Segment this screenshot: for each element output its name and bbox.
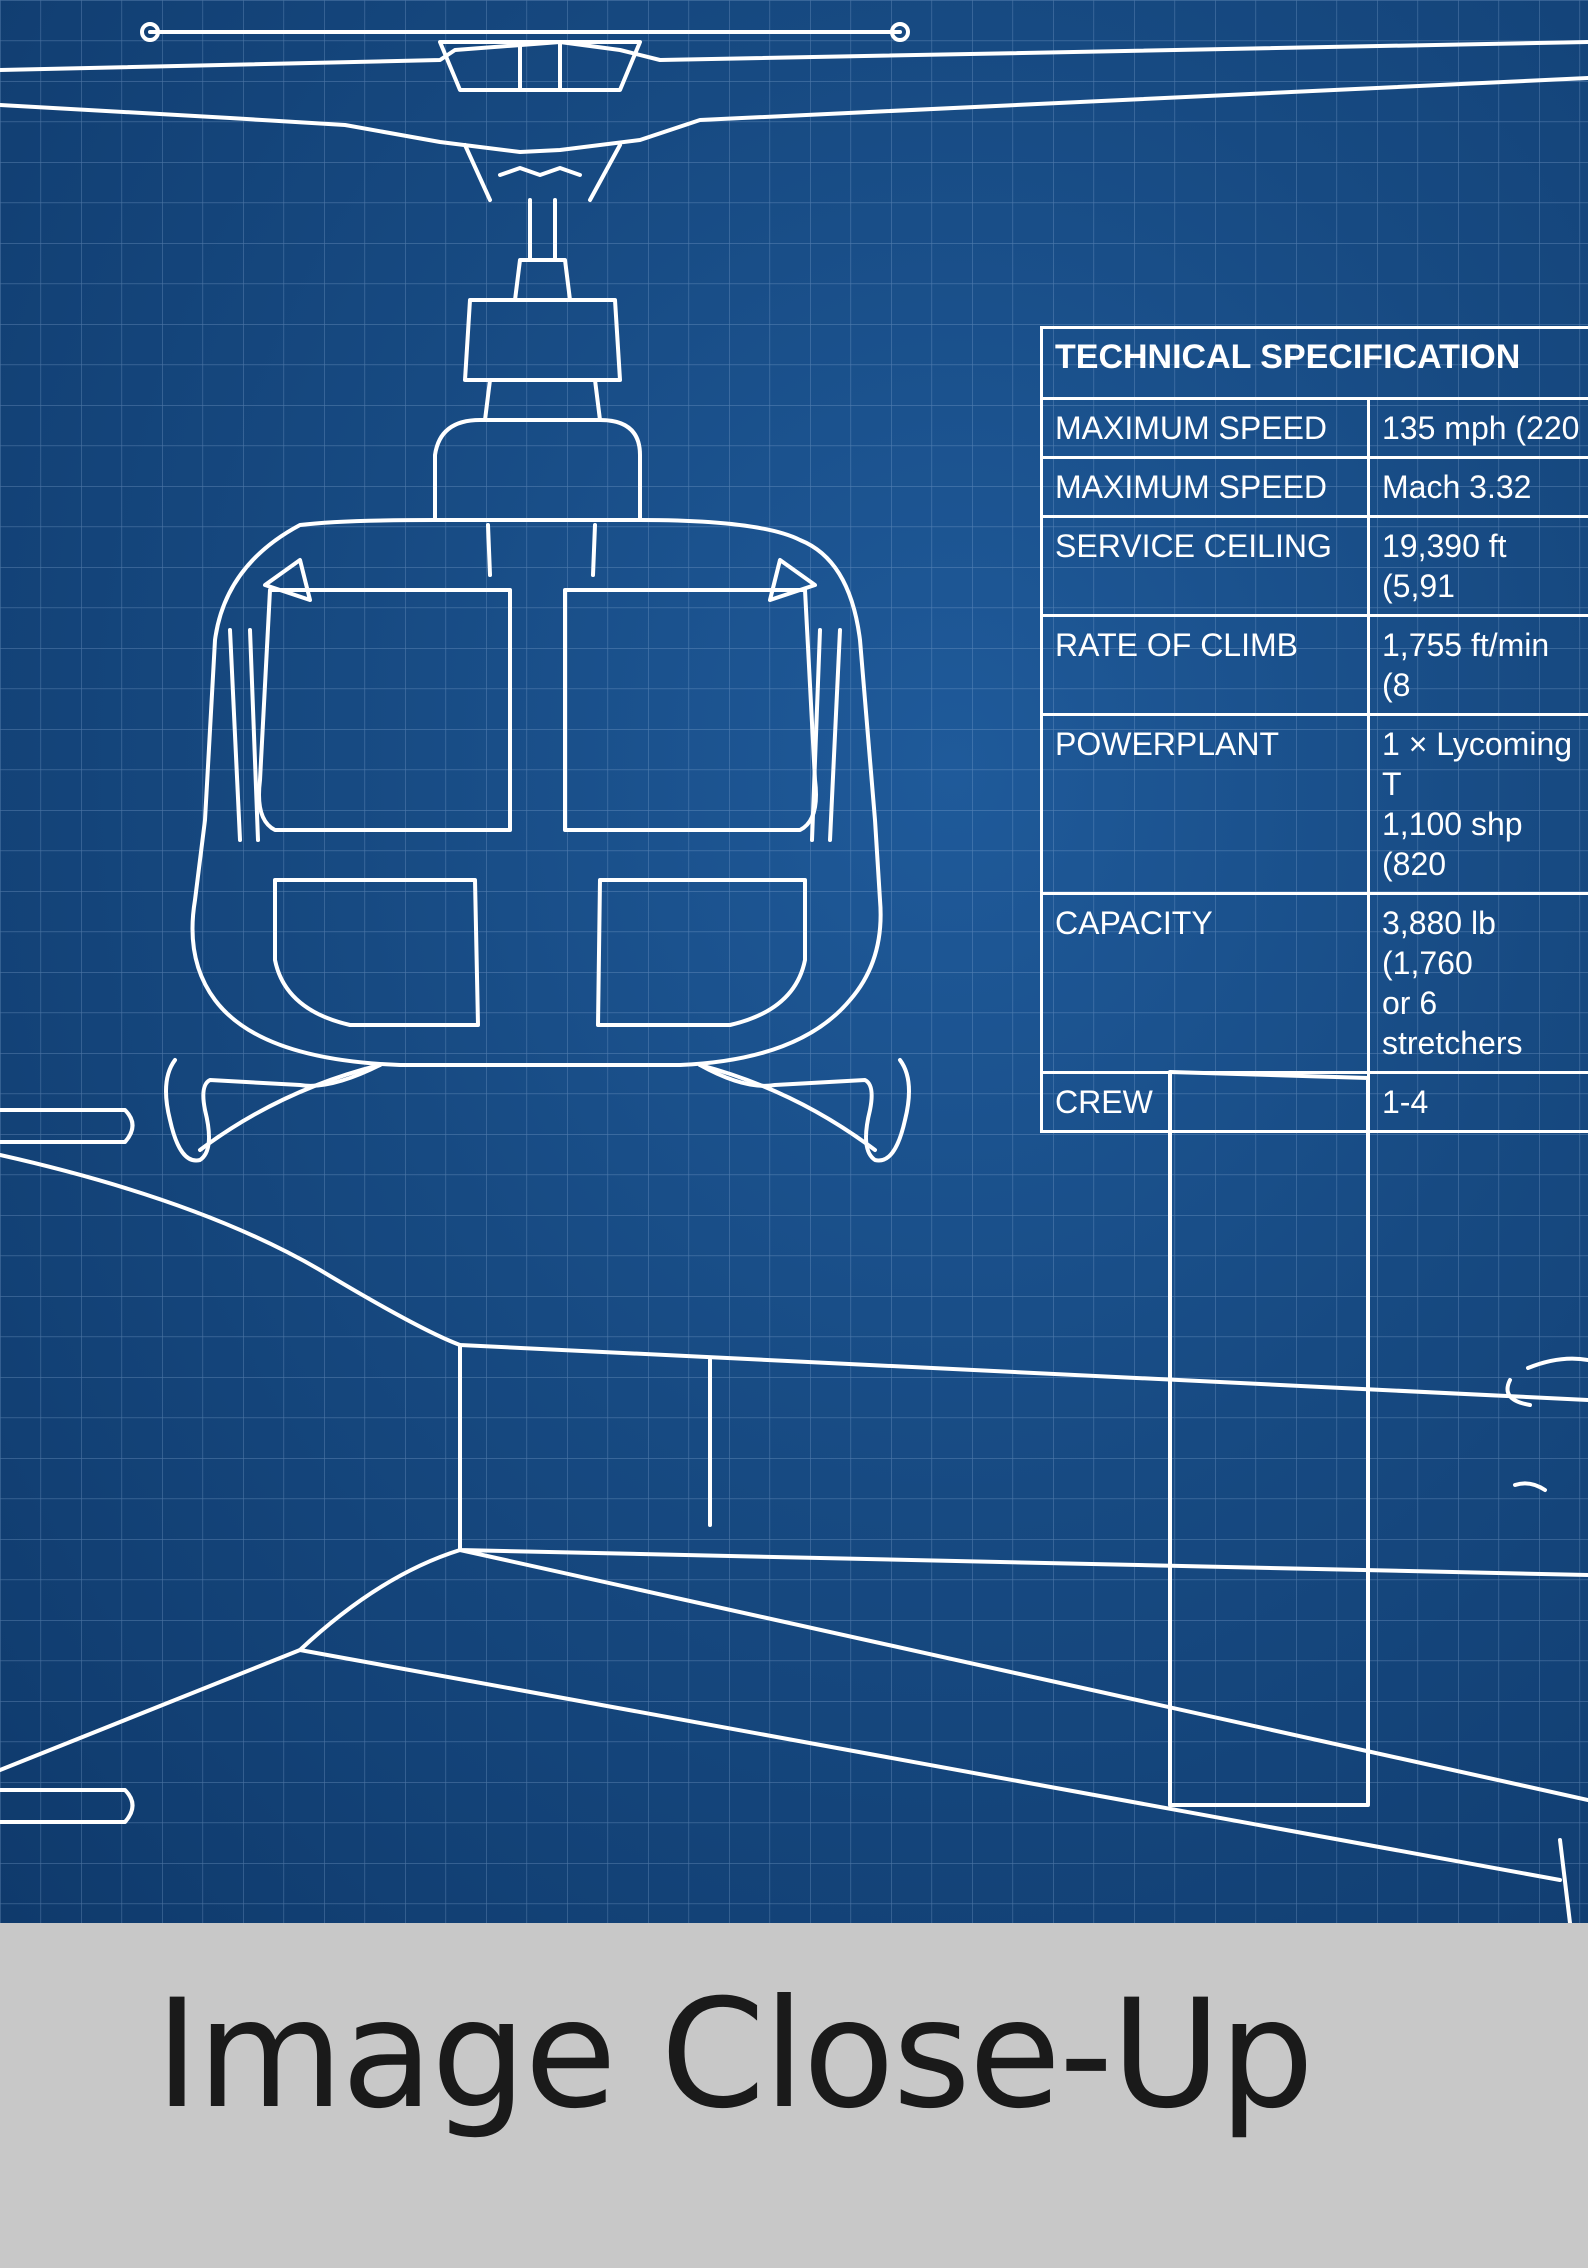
main-rotor: [0, 22, 1588, 154]
spec-row: SERVICE CEILING 19,390 ft (5,91: [1040, 515, 1588, 617]
spec-label: MAXIMUM SPEED: [1040, 397, 1370, 459]
spec-value: 135 mph (220: [1367, 397, 1588, 459]
spec-value: 19,390 ft (5,91: [1367, 515, 1588, 617]
spec-row: MAXIMUM SPEED 135 mph (220: [1040, 397, 1588, 459]
spec-label: POWERPLANT: [1040, 713, 1370, 895]
rotor-mast: [463, 143, 622, 422]
spec-row: POWERPLANT 1 × Lycoming T 1,100 shp (820: [1040, 713, 1588, 895]
spec-row: RATE OF CLIMB 1,755 ft/min (8: [1040, 614, 1588, 716]
spec-row: MAXIMUM SPEED Mach 3.32: [1040, 456, 1588, 518]
spec-label: CREW: [1040, 1071, 1370, 1133]
spec-value: 3,880 lb (1,760 or 6 stretchers: [1367, 892, 1588, 1074]
cabin-shell: [190, 518, 883, 1067]
chin-windows: [273, 878, 807, 1027]
spec-value: 1 × Lycoming T 1,100 shp (820: [1367, 713, 1588, 895]
spec-label: RATE OF CLIMB: [1040, 614, 1370, 716]
spec-value: 1-4: [1367, 1071, 1588, 1133]
spec-value: 1,755 ft/min (8: [1367, 614, 1588, 716]
engine-housing: [433, 418, 642, 522]
image-caption: Image Close-Up: [155, 1968, 1314, 2142]
spec-row: CAPACITY 3,880 lb (1,760 or 6 stretchers: [1040, 892, 1588, 1074]
technical-spec-table: TECHNICAL SPECIFICATION MAXIMUM SPEED 13…: [1040, 326, 1588, 1133]
spec-table-header: TECHNICAL SPECIFICATION: [1040, 326, 1588, 400]
spec-value: Mach 3.32: [1367, 456, 1588, 518]
tail-boom: [0, 1070, 1588, 1923]
blueprint-illustration: TECHNICAL SPECIFICATION MAXIMUM SPEED 13…: [0, 0, 1588, 1923]
spec-row: CREW 1-4: [1040, 1071, 1588, 1133]
spec-label: MAXIMUM SPEED: [1040, 456, 1370, 518]
caption-bar: [0, 1923, 1588, 2268]
spec-label: SERVICE CEILING: [1040, 515, 1370, 617]
landing-skids: [164, 1058, 911, 1163]
spec-table-title: TECHNICAL SPECIFICATION: [1040, 326, 1588, 400]
spec-label: CAPACITY: [1040, 892, 1370, 1074]
